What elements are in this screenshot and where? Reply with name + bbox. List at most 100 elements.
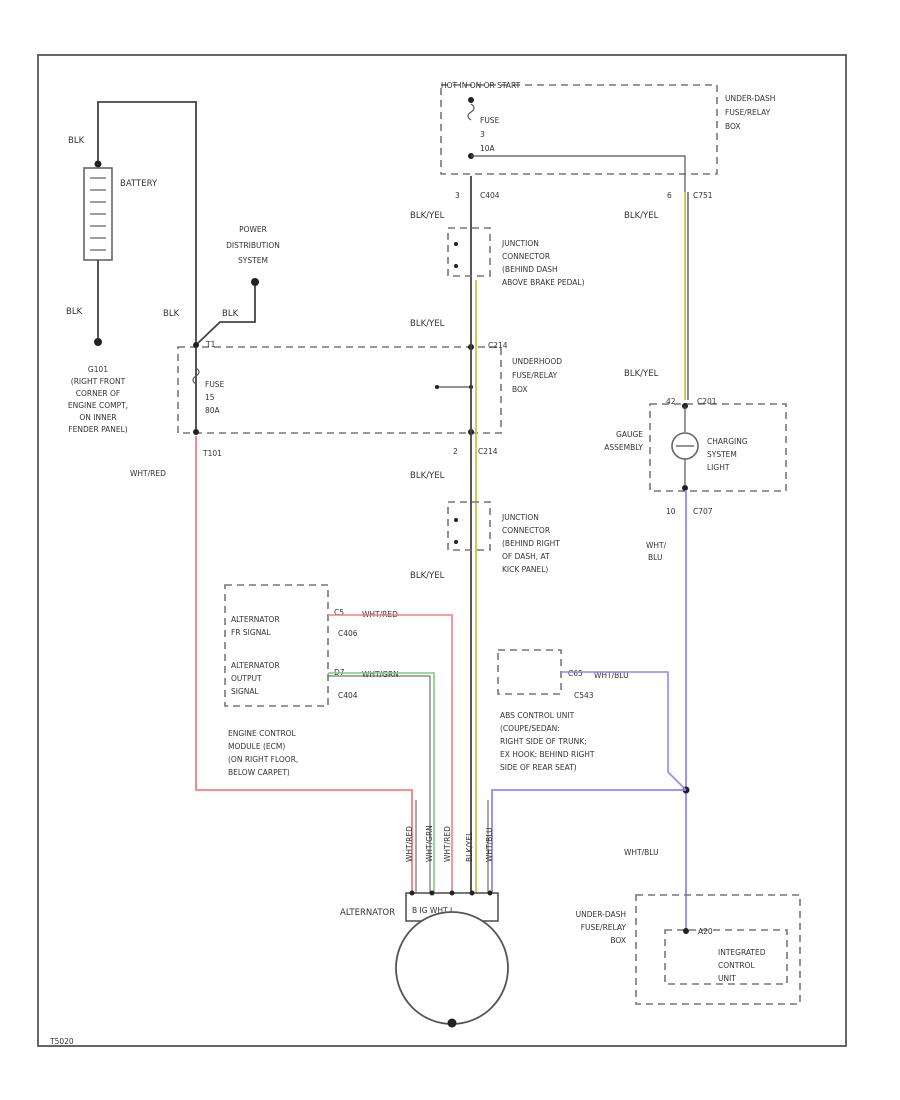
- ud-box-label-2: FUSE/RELAY: [725, 108, 771, 117]
- charging-light-label-3: LIGHT: [707, 463, 730, 472]
- ecm-conn2: C404: [338, 691, 358, 700]
- power-dist-label-2: DISTRIBUTION: [226, 241, 280, 250]
- fuse-icon: [192, 367, 200, 385]
- charging-light-label-2: SYSTEM: [707, 450, 737, 459]
- underhood-fuse-relay-box: T1 FUSE 15 80A T101 WHT/RED C214 UNDERHO…: [130, 340, 562, 478]
- main-wire-red: [195, 436, 413, 892]
- uh-box-label-2: FUSE/RELAY: [512, 371, 558, 380]
- right-wire-label-2: BLK/YEL: [624, 369, 659, 379]
- ud-box-label-3: BOX: [725, 122, 741, 131]
- alt-wire-label-3: WHT/RED: [443, 826, 452, 862]
- jc2-label-2: CONNECTOR: [502, 526, 550, 535]
- fuse3-label-1: FUSE: [480, 116, 500, 125]
- battery-label: BATTERY: [120, 179, 158, 189]
- fuse3-label-3: 10A: [480, 144, 496, 153]
- jc1-label-2: CONNECTOR: [502, 252, 550, 261]
- power-dist-label-1: POWER: [239, 225, 267, 234]
- fuse3-icon: [467, 103, 475, 121]
- abs-conn: C543: [574, 691, 594, 700]
- blk-yel-label-3: BLK/YEL: [410, 471, 445, 481]
- fuse3-label-2: 3: [480, 130, 485, 139]
- junction-connector-1: BLK/YEL JUNCTION CONNECTOR (BEHIND DASH …: [410, 211, 585, 287]
- ecm-signal2-2: OUTPUT: [231, 674, 262, 683]
- ecm-signal2-3: SIGNAL: [231, 687, 260, 696]
- alternator: ALTERNATOR B IG WHT L: [340, 890, 509, 1028]
- ground-desc-3: ENGINE COMPT,: [68, 401, 128, 410]
- c751-pin: 6: [667, 191, 672, 200]
- icu-label-1: INTEGRATED: [718, 948, 766, 957]
- ecm-wire2-label: WHT/GRN: [362, 670, 399, 679]
- c404-label: C404: [480, 191, 500, 200]
- ecm-signal2-1: ALTERNATOR: [231, 661, 280, 670]
- jc1-label-1: JUNCTION: [501, 239, 539, 248]
- power-dist-label-3: SYSTEM: [238, 256, 268, 265]
- gauge-wire-label-2: BLU: [648, 553, 662, 562]
- icu-box-label-1: UNDER-DASH: [576, 910, 626, 919]
- alt-wire-label-5: WHT/BLU: [485, 827, 494, 862]
- main-wire-label: BLK: [163, 309, 180, 319]
- right-wire-label-1: BLK/YEL: [624, 211, 659, 221]
- under-dash-fuse-box-top: HOT IN ON OR START FUSE 3 10A UNDER-DASH…: [440, 81, 775, 200]
- ground-id: G101: [88, 365, 108, 374]
- power-dist-wire-label: BLK: [222, 309, 239, 319]
- alternator-icon: [395, 911, 509, 1025]
- gauge-pin-in: 42: [666, 397, 676, 406]
- alt-wire-label-1: WHT/RED: [405, 826, 414, 862]
- gauge-conn-in: C201: [697, 397, 717, 406]
- ground-desc-5: FENDER PANEL): [68, 425, 127, 434]
- uh-box-label-1: UNDERHOOD: [512, 357, 562, 366]
- alt-wire-label-2: WHT/GRN: [425, 825, 434, 862]
- alternator-wire-labels: WHT/RED WHT/GRN WHT/RED BLK/YEL WHT/BLU: [405, 825, 494, 862]
- c214-top-label: C214: [488, 341, 508, 350]
- blk-yel-label-2: BLK/YEL: [410, 319, 445, 329]
- alt-wire-blue: [491, 789, 686, 892]
- jc1-label-4: ABOVE BRAKE PEDAL): [502, 278, 585, 287]
- ecm-pin1: C5: [334, 608, 344, 617]
- fuse15-label-2: 15: [205, 393, 215, 402]
- fuse15-label-3: 80A: [205, 406, 221, 415]
- icu-label-2: CONTROL: [718, 961, 755, 970]
- ecm-wire-green-black: [328, 675, 431, 892]
- t1-connector-label: T1: [205, 340, 216, 349]
- charging-light-label-1: CHARGING: [707, 437, 748, 446]
- c751-label: C751: [693, 191, 713, 200]
- ud-box-label-1: UNDER-DASH: [725, 94, 775, 103]
- icu-box-label-3: BOX: [610, 936, 626, 945]
- battery-wire-top-label: BLK: [68, 136, 85, 146]
- wht-red-label: WHT/RED: [130, 469, 166, 478]
- blk-yel-label-4: BLK/YEL: [410, 571, 445, 581]
- ground-desc-2: CORNER OF: [76, 389, 121, 398]
- icu-label-3: UNIT: [718, 974, 736, 983]
- ecm-label-4: BELOW CARPET): [228, 768, 290, 777]
- alternator-terminals: B IG WHT L: [412, 906, 455, 915]
- gauge-assembly: 42 C201 GAUGE ASSEMBLY CHARGING SYSTEM L…: [604, 397, 787, 562]
- battery-wire-bottom-label: BLK: [66, 307, 83, 317]
- ecm-label-3: (ON RIGHT FLOOR,: [228, 755, 298, 764]
- diagram-frame: [37, 54, 847, 1047]
- abs-label-4: EX HOOK: BEHIND RIGHT: [500, 750, 595, 759]
- abs-control-unit: C65 WHT/BLU C543 ABS CONTROL UNIT (COUPE…: [497, 649, 629, 772]
- c214-out-label: C214: [478, 447, 498, 456]
- abs-label-3: RIGHT SIDE OF TRUNK;: [500, 737, 587, 746]
- ecm-signal1-2: FR SIGNAL: [231, 628, 271, 637]
- gauge-wire-label-1: WHT/: [646, 541, 667, 550]
- alternator-label: ALTERNATOR: [340, 908, 395, 918]
- abs-pin: C65: [568, 669, 583, 678]
- power-distribution: POWER DISTRIBUTION SYSTEM BLK BLK: [163, 225, 280, 346]
- alternator-ground-icon: [447, 1018, 457, 1028]
- ground-desc-4: ON INNER: [79, 413, 116, 422]
- ecm-conn1: C406: [338, 629, 358, 638]
- c404-pin: 3: [455, 191, 460, 200]
- jc2-label-5: KICK PANEL): [502, 565, 548, 574]
- gauge-label-1: GAUGE: [616, 430, 643, 439]
- fuse15-label-1: FUSE: [205, 380, 225, 389]
- connector-dot: [251, 278, 259, 286]
- gauge-pin-out: 10: [666, 507, 676, 516]
- gauge-label-2: ASSEMBLY: [604, 443, 643, 452]
- ecm-signal1-1: ALTERNATOR: [231, 615, 280, 624]
- ground-icon: [94, 338, 102, 346]
- hot-in-label: HOT IN ON OR START: [441, 81, 521, 90]
- jc1-wire-label: BLK/YEL: [410, 211, 445, 221]
- t101-connector-label: T101: [202, 449, 222, 458]
